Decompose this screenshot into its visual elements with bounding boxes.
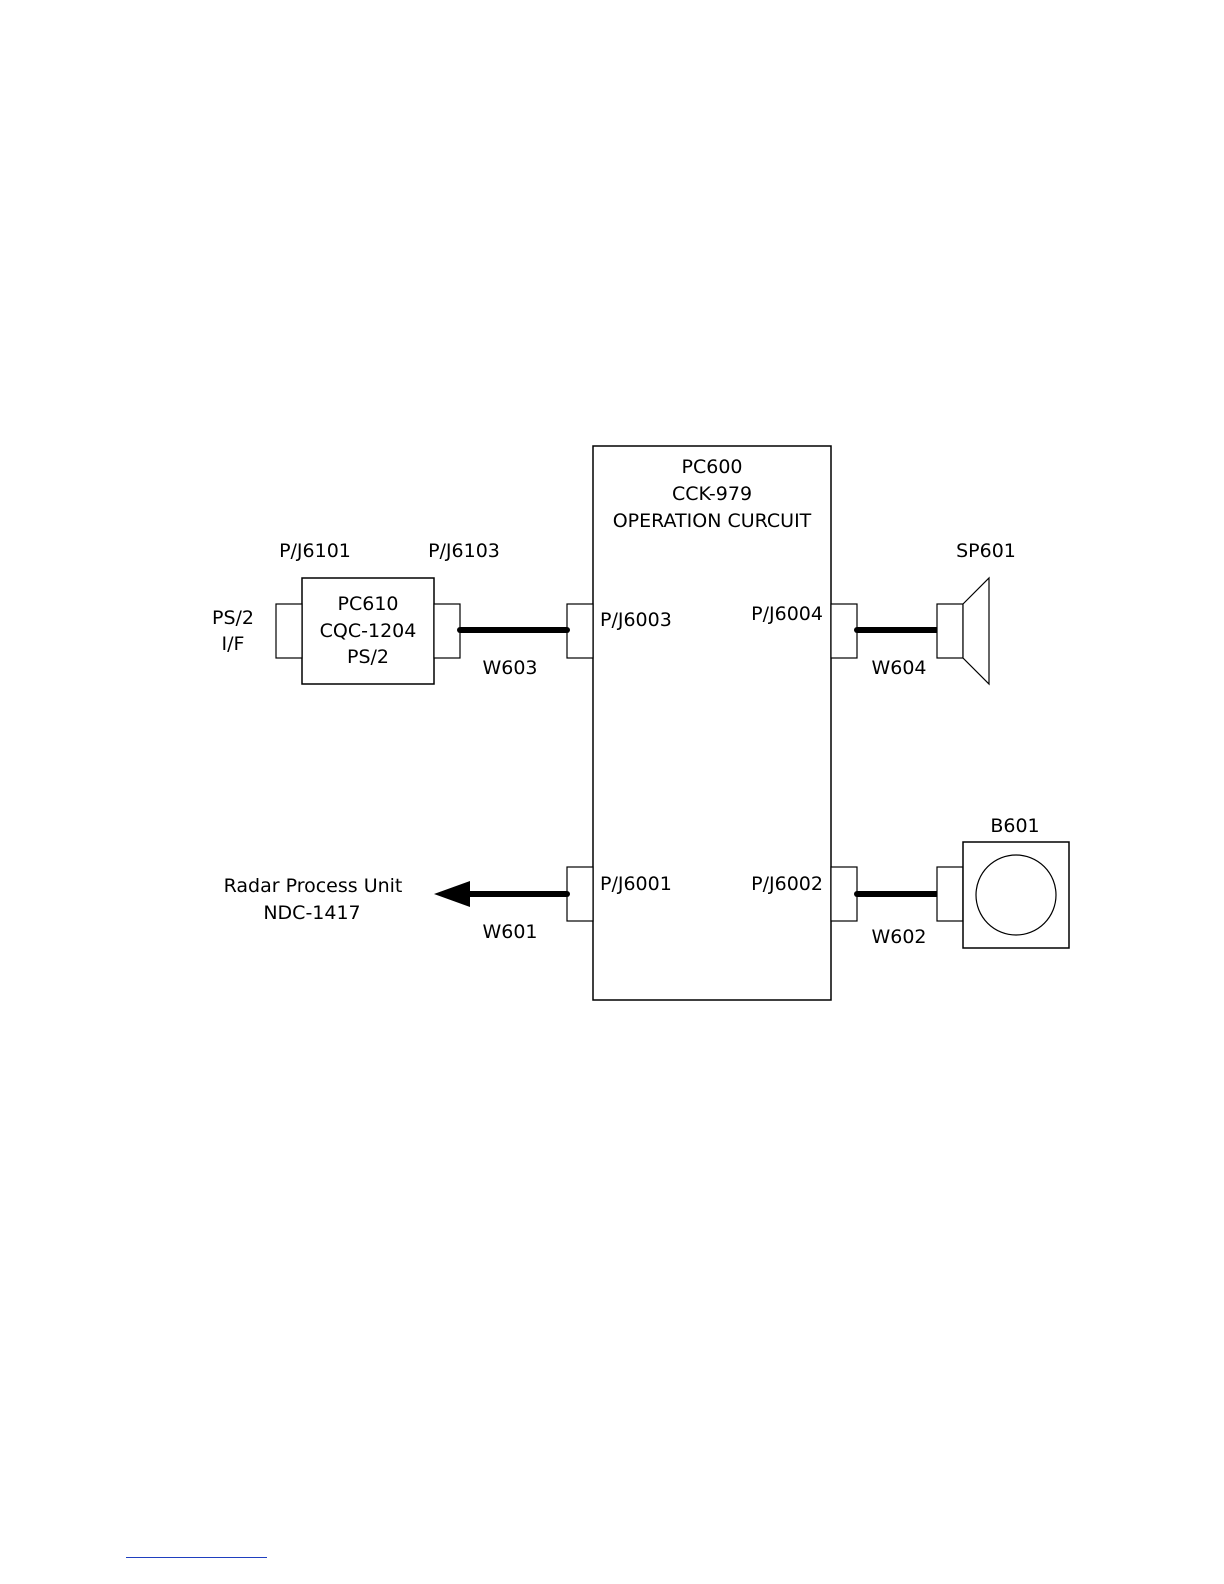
connector-pj6002 — [831, 867, 857, 921]
ps2-board-name: PS/2 — [347, 646, 389, 668]
wire-w601-label: W601 — [482, 921, 537, 943]
ps2-interface-line2: I/F — [222, 633, 245, 655]
connector-pj6103 — [434, 604, 460, 658]
ps2-board-ref: PC610 — [338, 593, 399, 615]
external-unit-line1: Radar Process Unit — [224, 875, 403, 897]
buzzer-icon — [937, 842, 1069, 948]
wire-w603-label: W603 — [482, 657, 537, 679]
connector-pj6004 — [831, 604, 857, 658]
connector-pj6002-label: P/J6002 — [751, 873, 823, 895]
arrow-left-icon — [434, 881, 470, 907]
wire-w602-label: W602 — [871, 926, 926, 948]
connector-pj6101 — [276, 604, 302, 658]
wire-w604-label: W604 — [871, 657, 926, 679]
ps2-interface-line1: PS/2 — [212, 607, 254, 629]
connector-pj6003-label: P/J6003 — [600, 609, 672, 631]
connector-pj6103-label: P/J6103 — [428, 540, 500, 562]
main-board-model: CCK-979 — [672, 483, 752, 505]
ps2-board-model: CQC-1204 — [320, 620, 417, 642]
speaker-ref: SP601 — [956, 540, 1016, 562]
speaker-icon — [937, 578, 989, 684]
footer-rule — [126, 1557, 267, 1558]
main-board-ref: PC600 — [682, 456, 743, 478]
buzzer-ref: B601 — [990, 815, 1039, 837]
connector-pj6001-label: P/J6001 — [600, 873, 672, 895]
external-unit-line2: NDC-1417 — [263, 902, 360, 924]
connector-pj6101-label: P/J6101 — [279, 540, 351, 562]
connector-pj6001 — [567, 867, 593, 921]
main-board-name: OPERATION CURCUIT — [613, 510, 812, 532]
connector-pj6004-label: P/J6004 — [751, 603, 823, 625]
connector-pj6003 — [567, 604, 593, 658]
